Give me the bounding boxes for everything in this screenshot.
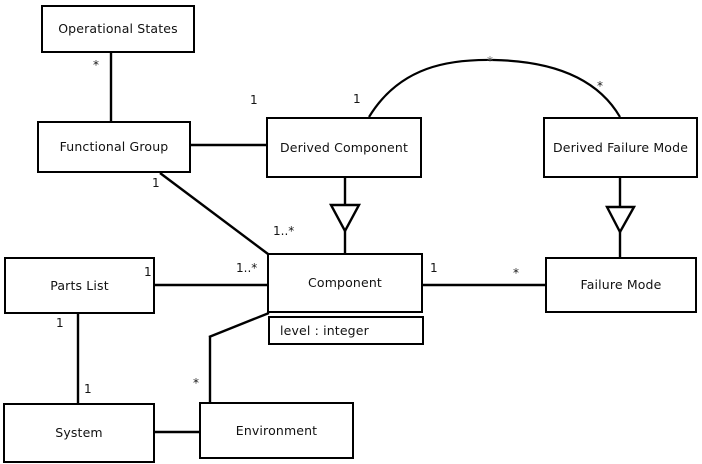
class-name-derived-failure-mode: Derived Failure Mode (552, 139, 689, 155)
multiplicity-component-functional-group-end: 1..* (273, 224, 295, 238)
class-attributes-component[interactable]: level : integer (268, 316, 424, 345)
class-box-component[interactable]: Component (267, 253, 423, 313)
class-name-parts-list: Parts List (50, 277, 109, 293)
class-name-component: Component (308, 275, 382, 291)
multiplicity-component-parts-list-end: 1..* (236, 261, 258, 275)
class-box-system[interactable]: System (3, 403, 155, 463)
multiplicity-failure-mode-component-end: * (513, 266, 519, 280)
class-box-parts-list[interactable]: Parts List (4, 257, 155, 314)
connector-environment-component-diagonal[interactable] (208, 311, 270, 339)
class-box-functional-group[interactable]: Functional Group (37, 121, 191, 173)
multiplicity-parts-list-system-end: 1 (56, 316, 64, 330)
class-name-system: System (55, 425, 103, 441)
multiplicity-functional-group-derived-component: 1 (250, 93, 258, 107)
connector-derived-component-derived-failure-mode[interactable] (368, 58, 621, 118)
multiplicity-derived-component-curve-end: 1 (353, 92, 361, 106)
attribute-level: level : integer (280, 323, 369, 338)
class-box-failure-mode[interactable]: Failure Mode (545, 257, 697, 313)
multiplicity-derived-failure-mode-curve-end: * (597, 79, 603, 93)
multiplicity-curve-apex: * (487, 54, 493, 68)
multiplicity-system-parts-list-end: 1 (84, 382, 92, 396)
class-box-environment[interactable]: Environment (199, 402, 354, 459)
class-name-derived-component: Derived Component (279, 139, 409, 155)
class-name-operational-states: Operational States (58, 21, 178, 37)
connector-functional-group-component[interactable] (159, 172, 269, 255)
multiplicity-parts-list-component-end: 1 (144, 265, 152, 279)
multiplicity-functional-group-component-end: 1 (152, 176, 160, 190)
class-name-environment: Environment (235, 422, 318, 438)
class-box-operational-states[interactable]: Operational States (41, 5, 195, 53)
multiplicity-operational-states-end: * (93, 58, 99, 72)
multiplicity-environment-component-end: * (193, 376, 199, 390)
multiplicity-component-failure-mode-end: 1 (430, 261, 438, 275)
class-box-derived-component[interactable]: Derived Component (266, 117, 422, 178)
class-name-functional-group: Functional Group (59, 139, 169, 155)
class-box-derived-failure-mode[interactable]: Derived Failure Mode (543, 117, 698, 178)
class-name-failure-mode: Failure Mode (580, 277, 662, 293)
generalization-arrow-derived-failure-mode (605, 205, 637, 235)
generalization-arrow-derived-component (328, 203, 362, 234)
